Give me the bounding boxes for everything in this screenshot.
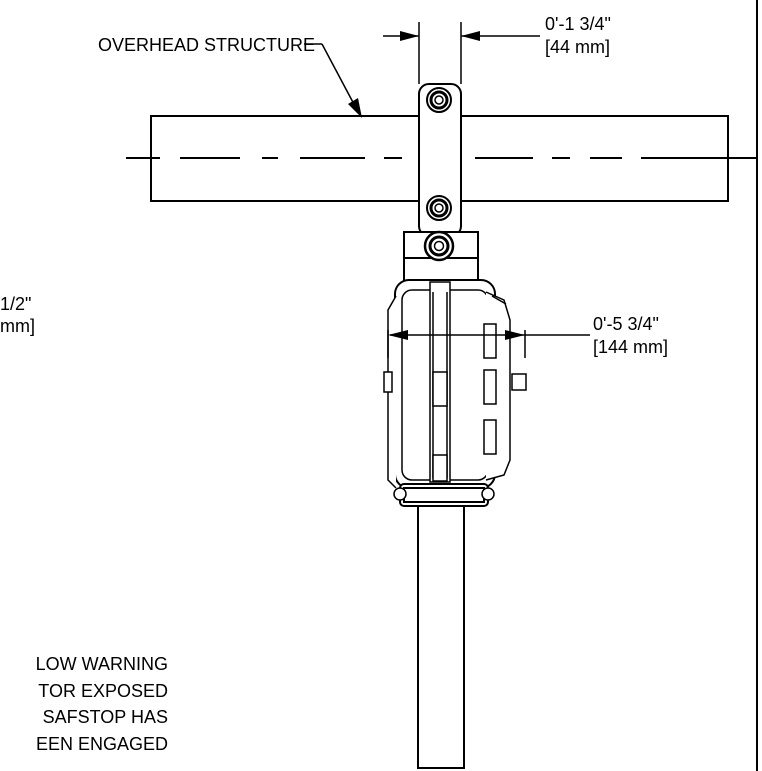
bracket-bolt	[423, 230, 455, 262]
clamp-width-metric: [44 mm]	[545, 37, 610, 57]
device-housing	[383, 279, 527, 489]
clamp-width-imperial: 0'-1 3/4"	[545, 14, 611, 34]
housing-bottom-clamp	[393, 483, 495, 507]
housing-width-metric: [144 mm]	[593, 337, 668, 357]
overhead-structure-arrowhead	[348, 98, 362, 118]
note-line-2: TOR EXPOSED	[38, 681, 168, 701]
overhead-structure-label: OVERHEAD STRUCTURE	[98, 35, 315, 55]
housing-width-imperial: 0'-5 3/4"	[593, 314, 659, 334]
vertical-post	[417, 505, 465, 769]
dim-clamp-width	[383, 22, 540, 84]
note-line-3: SAFSTOP HAS	[43, 707, 168, 727]
left-partial-imperial: 1/2"	[0, 294, 31, 314]
dim-arrow-housing-left	[388, 330, 408, 340]
dim-arrow-left	[400, 31, 419, 41]
clamp-bolt-top	[426, 87, 452, 113]
clamp-bolt-middle	[426, 195, 452, 221]
note-line-4: EEN ENGAGED	[36, 734, 168, 754]
left-partial-metric: mm]	[0, 316, 35, 336]
note-line-1: LOW WARNING	[36, 654, 168, 674]
dim-arrow-housing-right	[505, 330, 525, 340]
housing-center-channel	[429, 281, 451, 483]
dim-arrow-right	[461, 31, 480, 41]
overhead-structure-leader	[304, 43, 357, 109]
dim-housing-width	[387, 330, 590, 358]
